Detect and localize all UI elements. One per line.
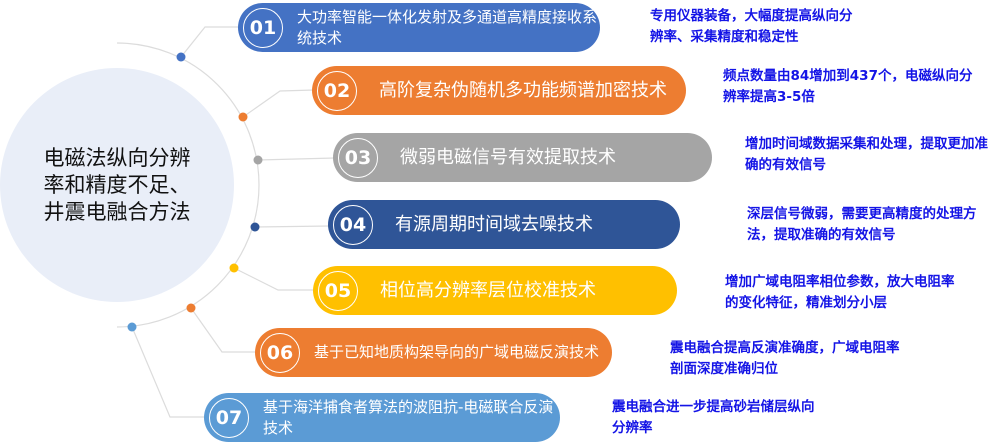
connector-line: [254, 225, 331, 228]
item-number: 02: [317, 70, 357, 111]
item-number: 03: [338, 137, 378, 178]
connector-dot: [229, 263, 239, 273]
connector-dot: [127, 322, 137, 332]
connector-dot: [186, 303, 196, 313]
item-pill-01: 01 大功率智能一体化发射及多通道高精度接收系统技术: [238, 3, 600, 52]
item-pill-05: 05 相位高分辨率层位校准技术: [313, 266, 677, 315]
connector-dot: [250, 222, 260, 232]
item-title: 基于海洋捕食者算法的波阻抗-电磁联合反演技术: [263, 397, 554, 437]
item-description: 深层信号微弱，需要更高精度的处理方法，提取准确的有效信号: [747, 206, 977, 243]
connector-dot: [253, 155, 263, 165]
item-number: 06: [260, 332, 300, 373]
connector-line: [242, 89, 315, 118]
item-title: 高阶复杂伪随机多功能频谱加密技术: [379, 80, 667, 101]
item-number: 01: [243, 7, 283, 48]
center-circle: 电磁法纵向分辨率和精度不足、井震电融合方法: [0, 68, 234, 302]
item-pill-03: 03 微弱电磁信号有效提取技术: [333, 133, 712, 182]
item-description: 频点数量由84增加到437个，电磁纵向分辨率提高3-5倍: [723, 68, 973, 105]
connector-line: [180, 26, 240, 58]
item-title: 微弱电磁信号有效提取技术: [400, 147, 616, 168]
item-title: 大功率智能一体化发射及多通道高精度接收系统技术: [297, 7, 598, 47]
item-pill-06: 06 基于已知地质构架导向的广域电磁反演技术: [255, 328, 612, 377]
item-title: 有源周期时间域去噪技术: [395, 214, 593, 235]
connector-line: [257, 157, 336, 161]
center-title: 电磁法纵向分辨率和精度不足、井震电融合方法: [43, 145, 191, 224]
item-number: 05: [318, 270, 358, 311]
item-description: 震电融合进一步提高砂岩储层纵向分辨率: [612, 399, 815, 436]
item-description: 增加广域电阻率相位参数，放大电阻率的变化特征，精准划分小层: [725, 274, 955, 311]
item-description: 专用仪器装备，大幅度提高纵向分辨率、采集精度和稳定性: [650, 8, 853, 45]
item-description: 增加时间域数据采集和处理，提取更加准确的有效信号: [745, 136, 988, 173]
item-number: 07: [209, 397, 249, 438]
item-title: 基于已知地质构架导向的广域电磁反演技术: [314, 343, 600, 361]
item-pill-04: 04 有源周期时间域去噪技术: [328, 200, 680, 249]
connector-line: [233, 267, 315, 291]
item-pill-02: 02 高阶复杂伪随机多功能频谱加密技术: [312, 66, 686, 115]
item-pill-07: 07 基于海洋捕食者算法的波阻抗-电磁联合反演技术: [204, 393, 560, 442]
connector-dot: [238, 112, 248, 122]
connector-dot: [176, 52, 186, 62]
connector-line: [131, 326, 206, 418]
connector-line: [190, 307, 257, 353]
item-title: 相位高分辨率层位校准技术: [380, 280, 596, 301]
item-number: 04: [333, 204, 373, 245]
item-description: 震电融合提高反演准确度，广域电阻率剖面深度准确归位: [670, 340, 900, 377]
